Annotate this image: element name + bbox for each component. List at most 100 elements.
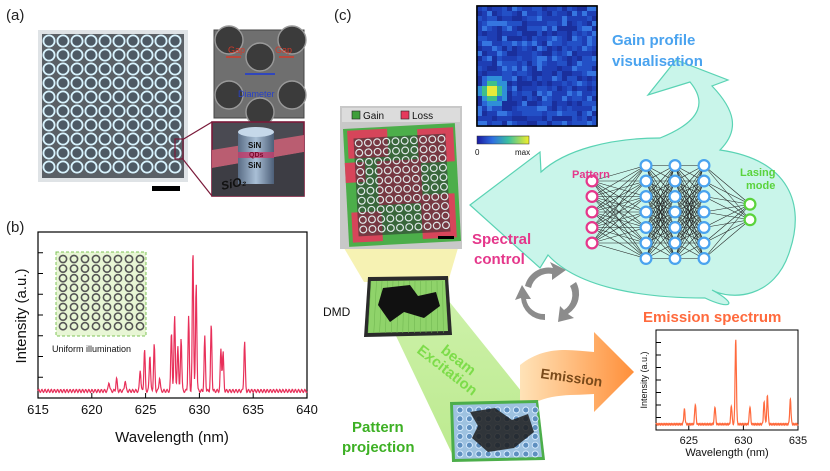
heatmap-cell <box>577 56 583 62</box>
heatmap-cell <box>587 46 593 52</box>
heatmap-cell <box>487 46 493 52</box>
heatmap-cell <box>587 86 593 92</box>
uniform-ring <box>80 321 90 331</box>
heatmap-cell <box>477 56 483 62</box>
nn-edge <box>591 165 647 197</box>
uniform-caption: Uniform illumination <box>52 344 131 354</box>
heatmap-cell <box>557 76 563 82</box>
uniform-ring <box>102 283 112 293</box>
heatmap-cell <box>497 111 503 117</box>
projected-ring <box>503 406 511 414</box>
heatmap-cell <box>497 6 503 12</box>
uniform-ring <box>91 312 101 321</box>
heatmap-cell <box>532 106 538 112</box>
nn-node <box>585 205 599 219</box>
pattern-ring <box>385 195 394 204</box>
heatmap-cell <box>567 6 573 12</box>
heatmap-cell <box>547 71 553 77</box>
heatmap-cell <box>502 121 508 127</box>
heatmap-cell <box>517 16 523 22</box>
heatmap-cell <box>547 66 553 72</box>
heatmap-cell <box>592 86 598 92</box>
heatmap-cell <box>502 96 508 102</box>
heatmap-cell <box>507 61 513 67</box>
pattern-ring <box>396 223 405 232</box>
uniform-ring <box>124 312 134 321</box>
uniform-ring <box>80 312 90 321</box>
heatmap-cell <box>522 116 528 122</box>
heatmap-cell <box>487 36 493 42</box>
heatmap-cell <box>542 86 548 92</box>
heatmap-cell <box>567 101 573 107</box>
nn-edge <box>591 242 647 259</box>
heatmap-cell <box>567 96 573 102</box>
heatmap-cell <box>592 41 598 47</box>
heatmap-cell <box>492 76 498 82</box>
heatmap-cell <box>487 81 493 87</box>
pattern-ring <box>430 173 439 182</box>
heatmap-cell <box>477 96 483 102</box>
microring <box>140 48 154 62</box>
heatmap-cell <box>547 31 553 37</box>
heatmap-cell <box>482 81 488 87</box>
heatmap-cell <box>587 106 593 112</box>
heatmap-cell <box>527 51 533 57</box>
heatmap-cell <box>552 56 558 62</box>
heatmap-cell <box>522 21 528 27</box>
heatmap-cell <box>502 71 508 77</box>
uniform-ring <box>124 302 134 312</box>
heatmap-cell <box>577 51 583 57</box>
heatmap-cell <box>552 16 558 22</box>
projected-ring <box>531 450 539 458</box>
heatmap-cell <box>582 96 588 102</box>
heatmap-cell <box>507 111 513 117</box>
nn-edge <box>645 165 676 197</box>
heatmap-cell <box>547 81 553 87</box>
projected-pattern <box>450 400 545 462</box>
pattern-ring <box>431 192 440 201</box>
heatmap-cell <box>477 66 483 72</box>
heatmap-cell <box>477 6 483 12</box>
heatmap-cell <box>592 51 598 57</box>
heatmap-cell <box>547 86 553 92</box>
heatmap-cell <box>572 96 578 102</box>
heatmap-cell <box>587 61 593 67</box>
heatmap-cell <box>487 91 493 97</box>
heatmap-cell <box>492 61 498 67</box>
pattern-ring <box>429 164 438 173</box>
uniform-ring <box>135 312 145 321</box>
uniform-ring <box>113 273 123 283</box>
heatmap-cell <box>547 26 553 32</box>
pattern-ring <box>366 186 375 195</box>
heatmap-cell <box>557 66 563 72</box>
heatmap-cell <box>552 26 558 32</box>
heatmap-cell <box>547 6 553 12</box>
heatmap-cell <box>537 21 543 27</box>
pattern-ring <box>358 206 367 215</box>
heatmap-cell <box>592 6 598 12</box>
heatmap-cell <box>477 76 483 82</box>
heatmap-cell <box>522 16 528 22</box>
heatmap-cell <box>572 71 578 77</box>
heatmap-cell <box>507 71 513 77</box>
uniform-ring <box>58 312 68 321</box>
heatmap-cell <box>477 86 483 92</box>
heatmap-cell <box>552 121 558 127</box>
heatmap-cell <box>552 81 558 87</box>
x-tick-label: 630 <box>189 402 211 417</box>
cycle-arrows-icon <box>515 262 580 322</box>
projected-ring <box>456 406 464 414</box>
nn-edge <box>674 196 705 259</box>
heatmap-cell <box>532 76 538 82</box>
pattern-ring <box>386 214 395 223</box>
heatmap-cell <box>497 106 503 112</box>
heatmap-cell <box>537 36 543 42</box>
nn-edge <box>645 211 676 259</box>
heatmap-cell <box>567 66 573 72</box>
heatmap-cell <box>582 101 588 107</box>
heatmap-cell <box>557 31 563 37</box>
heatmap-cell <box>542 106 548 112</box>
microring <box>42 90 56 104</box>
colorbar-max: max <box>515 148 530 157</box>
microring <box>84 48 98 62</box>
